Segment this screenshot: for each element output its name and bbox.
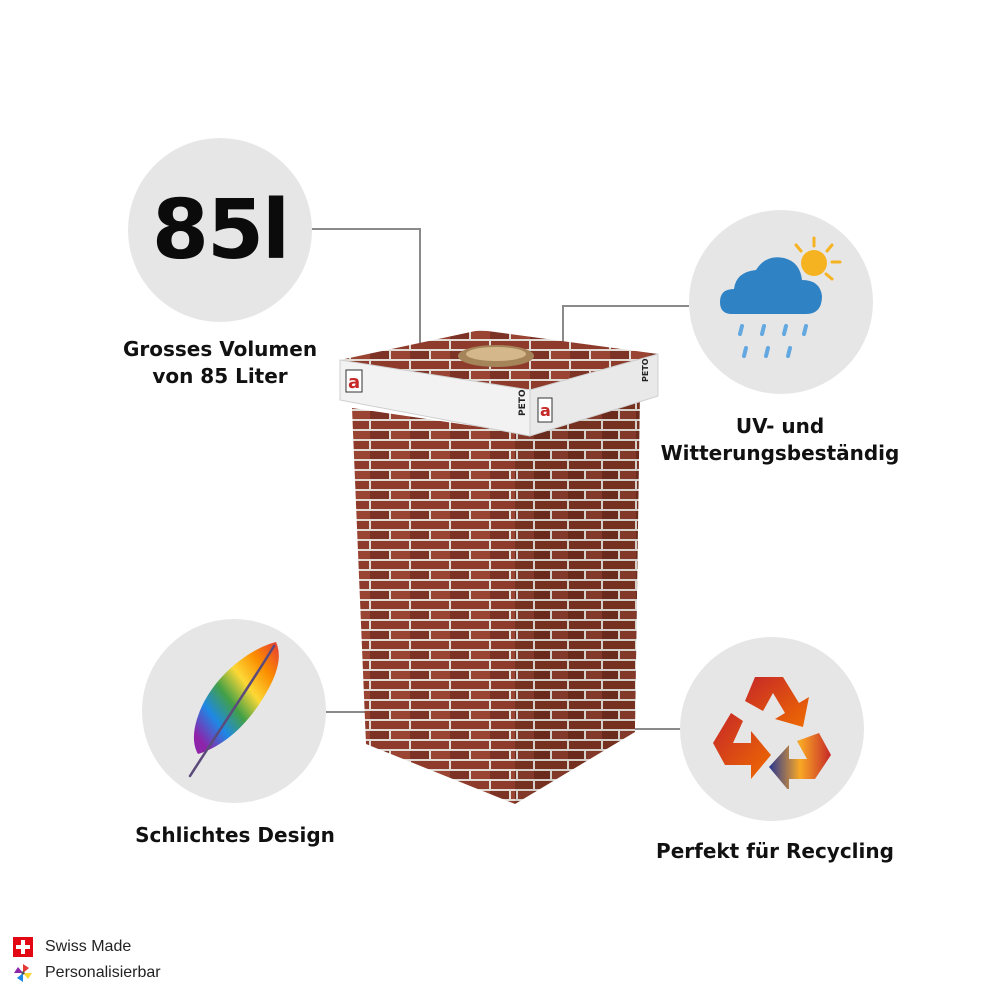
recycling-arrows-icon (713, 677, 831, 789)
footer-label-swiss-made: Swiss Made (45, 938, 132, 955)
lid-logo-letter: a (348, 372, 360, 393)
connector-weather (562, 305, 689, 354)
rain-cloud-sun-icon (720, 236, 842, 358)
weather-caption-line2: Witterungsbeständig (660, 441, 900, 465)
weather-circle (689, 210, 873, 394)
weather-caption: UV- und Witterungsbeständig (630, 413, 930, 467)
volume-caption-line1: Grosses Volumen (122, 337, 318, 361)
volume-number: 85l (151, 182, 290, 278)
volume-caption-line2: von 85 Liter (152, 364, 288, 388)
recycle-caption: Perfekt für Recycling (656, 839, 894, 863)
footer-item-swiss-made: Swiss Made (12, 934, 161, 960)
swiss-flag-icon (12, 936, 34, 958)
recycle-circle (680, 637, 864, 821)
rainbow-feather-icon (188, 642, 279, 778)
feather-circle (142, 619, 326, 803)
volume-caption: Grosses Volumen von 85 Liter (100, 336, 340, 390)
footer-item-personalisierbar: Personalisierbar (12, 960, 161, 986)
lid-brand-text: PETO (518, 389, 528, 416)
connector-volume (312, 228, 421, 352)
pinwheel-icon (12, 962, 34, 984)
footer-label-personalisierbar: Personalisierbar (45, 964, 161, 981)
lid-brand-text-side: PETO (641, 358, 650, 382)
footer-badges: Swiss Made Personalisierbar (12, 934, 161, 986)
volume-circle: 85l (128, 138, 312, 322)
lid-logo-letter-side: a (540, 401, 551, 420)
feather-caption: Schlichtes Design (135, 823, 335, 847)
weather-caption-line1: UV- und (735, 414, 825, 438)
brick-bin-image: a a PETO PETO (339, 330, 659, 804)
